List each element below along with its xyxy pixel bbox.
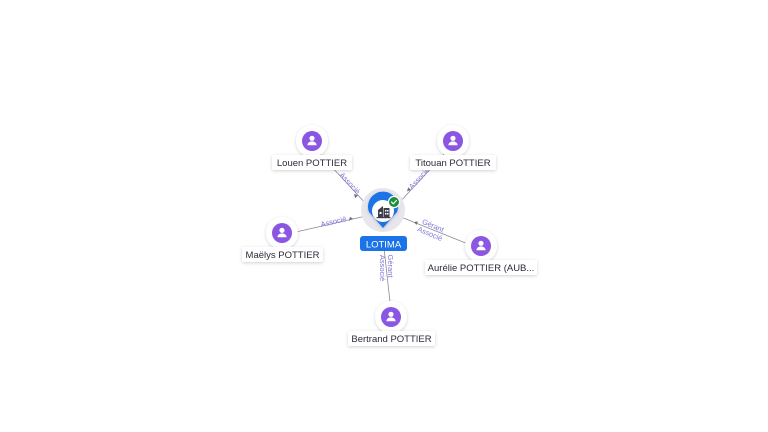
verified-check-icon	[387, 195, 401, 209]
edge-label: Associé	[338, 171, 362, 196]
person-icon	[307, 135, 317, 146]
edge-aurelie: Gérant Associé	[400, 216, 469, 245]
person-node-aurelie[interactable]: Aurélie POTTIER (AUB...	[425, 230, 537, 275]
edge-bertrand: Gérant Associé	[378, 247, 395, 303]
building-icon	[376, 206, 391, 219]
person-label: Aurélie POTTIER (AUB...	[428, 263, 535, 274]
edge-label: Associé	[320, 214, 348, 229]
person-node-titouan[interactable]: Titouan POTTIER	[410, 125, 496, 170]
edge-label: Associé	[378, 255, 387, 281]
person-node-bertrand[interactable]: Bertrand POTTIER	[348, 301, 435, 346]
edge-label: Gérant	[386, 255, 395, 279]
company-label-box	[360, 236, 407, 251]
person-label: Louen POTTIER	[277, 158, 347, 169]
person-label: Bertrand POTTIER	[351, 334, 431, 345]
person-node-louen[interactable]: Louen POTTIER	[272, 125, 352, 170]
company-node[interactable]: LOTIMA	[360, 188, 407, 251]
person-icon	[476, 240, 486, 251]
company-label: LOTIMA	[366, 240, 402, 251]
edge-maelys: Associé	[295, 214, 367, 233]
person-label: Maëlys POTTIER	[246, 250, 320, 261]
person-icon	[386, 311, 396, 322]
person-icon	[277, 227, 287, 238]
person-node-maelys[interactable]: Maëlys POTTIER	[242, 217, 323, 262]
person-icon	[448, 135, 458, 146]
person-label: Titouan POTTIER	[415, 158, 490, 169]
